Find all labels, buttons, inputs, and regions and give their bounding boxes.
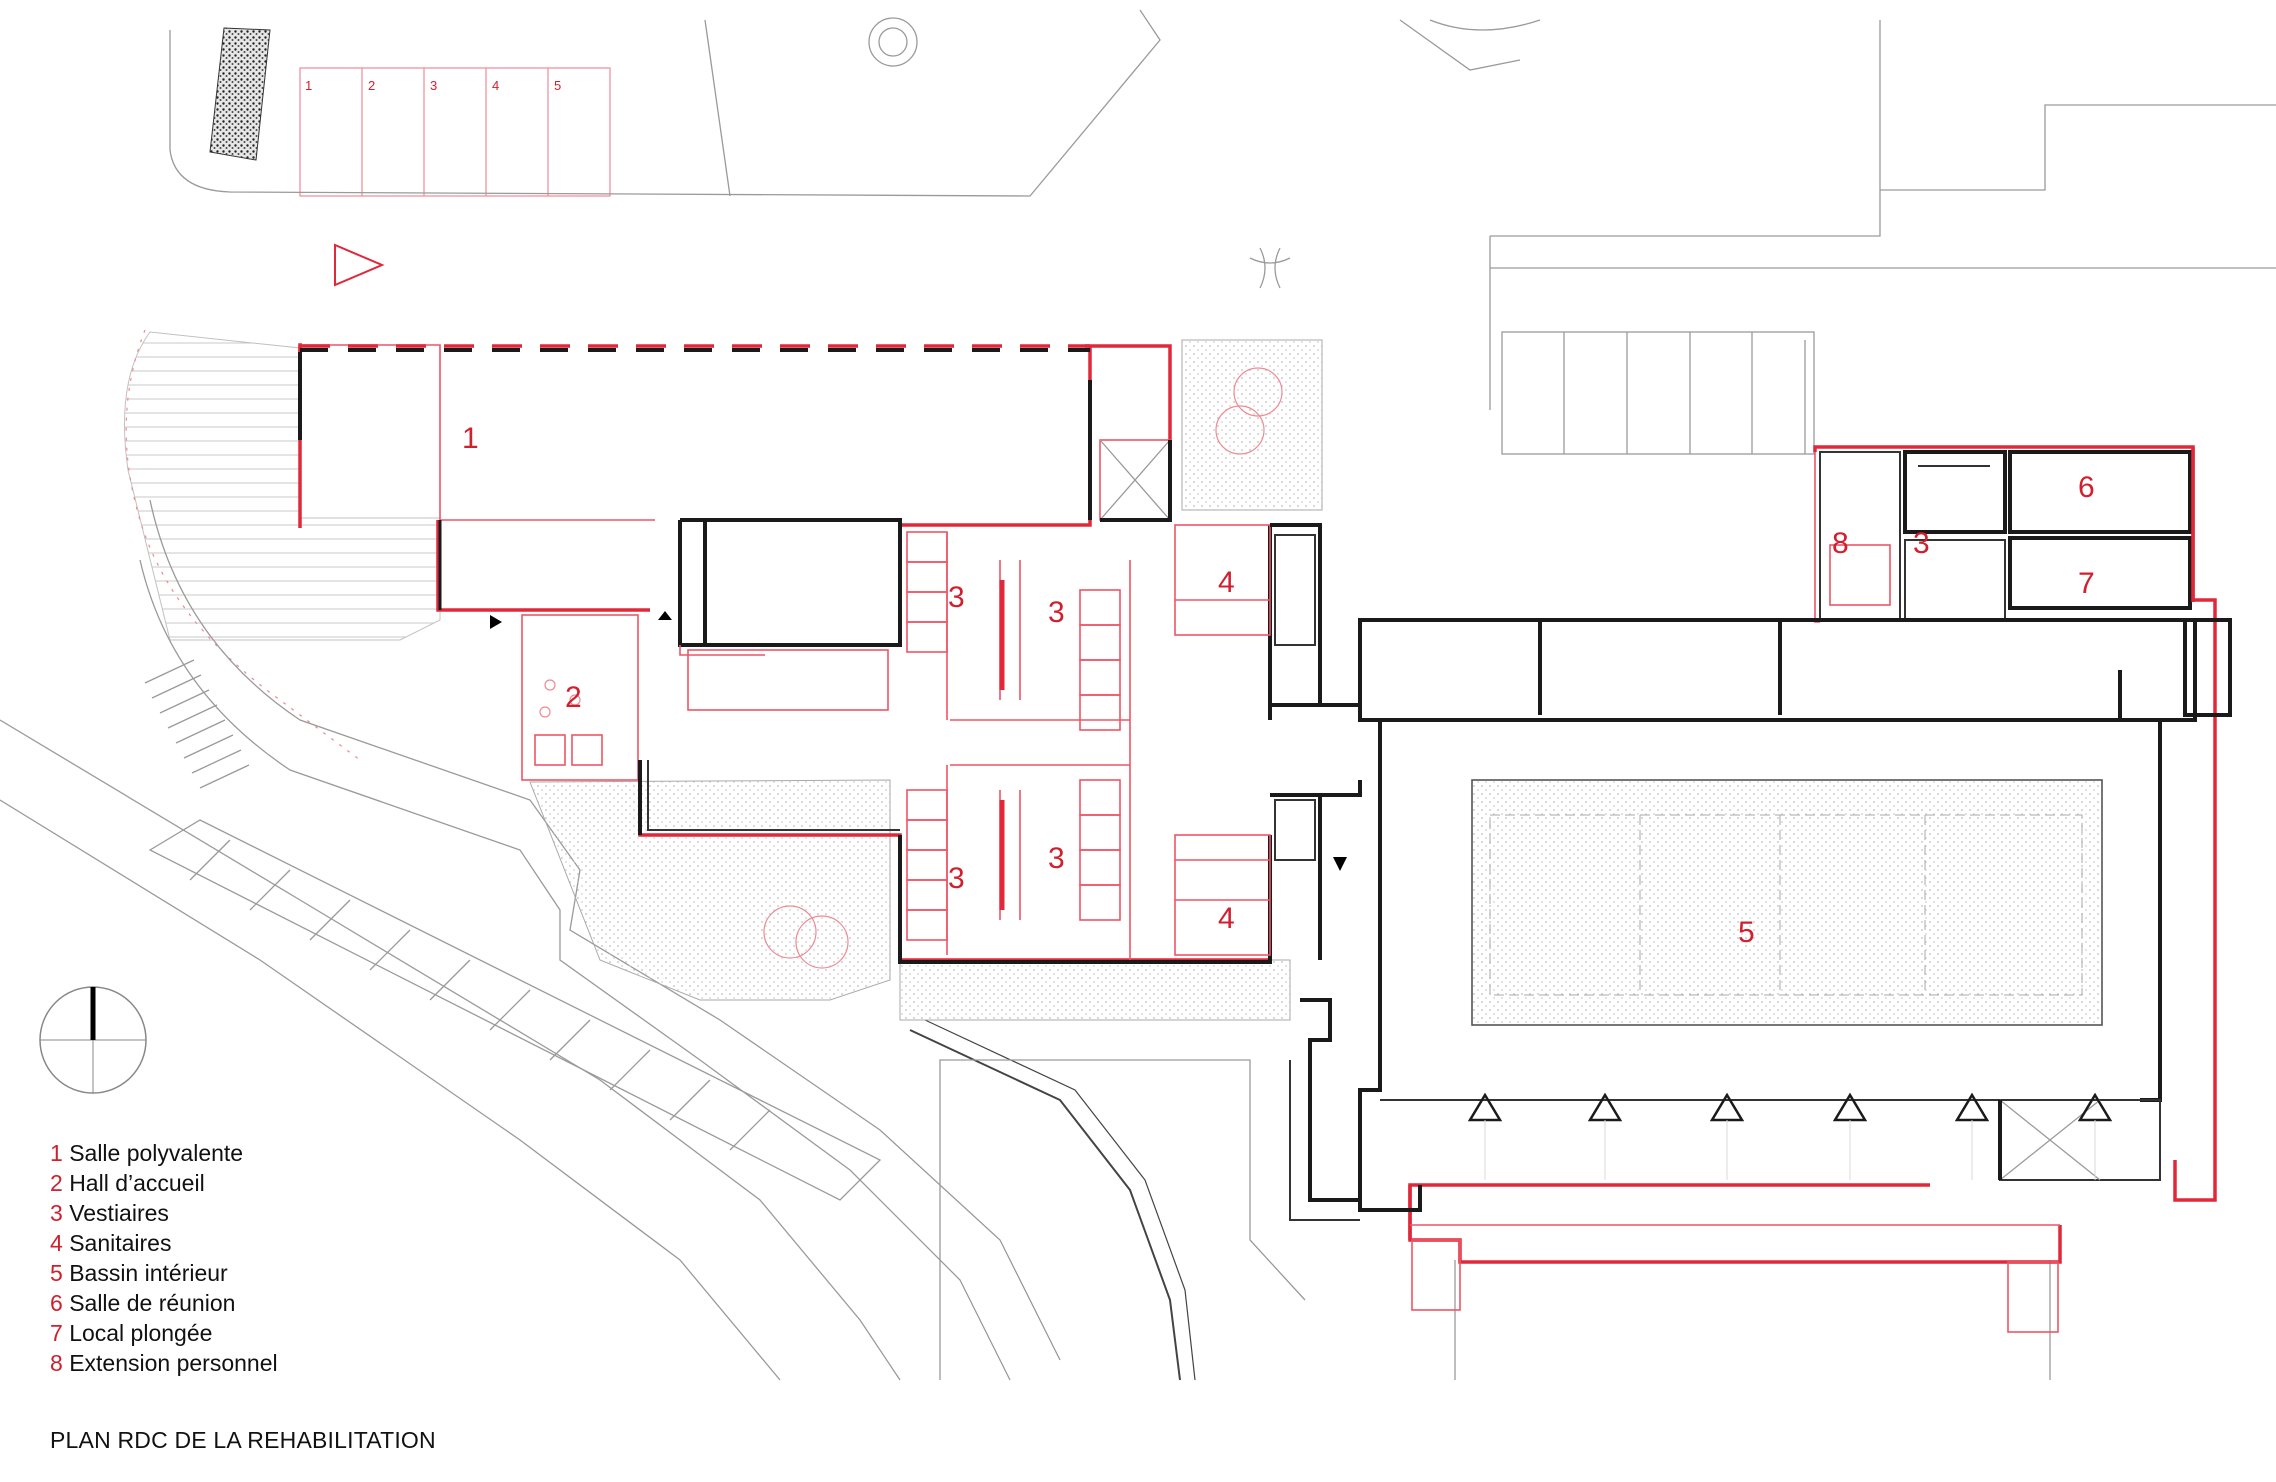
- site-context: [0, 9, 2276, 1381]
- parking-numbers: 1 2 3 4 5: [305, 78, 561, 93]
- room-label-4b: 4: [1218, 902, 1235, 935]
- room-label-3c: 3: [948, 862, 965, 895]
- svg-text:2: 2: [368, 78, 375, 93]
- room-label-5: 5: [1738, 916, 1755, 949]
- svg-text:1: 1: [305, 78, 312, 93]
- entry-triangle-icon: [334, 243, 385, 287]
- room-label-3a: 3: [948, 581, 965, 614]
- room-label-4a: 4: [1218, 566, 1235, 599]
- svg-text:5: 5: [554, 78, 561, 93]
- legend-item: 6 Salle de réunion: [50, 1290, 236, 1316]
- room-label-3b: 3: [1048, 596, 1065, 629]
- room-labels: 1 2 3 3 3 3 3 4 4 5 6 7 8: [462, 422, 2095, 949]
- room-label-8: 8: [1832, 527, 1849, 560]
- room-label-2: 2: [565, 681, 582, 714]
- legend-item: 5 Bassin intérieur: [50, 1260, 228, 1286]
- legend-item: 3 Vestiaires: [50, 1200, 169, 1226]
- room-label-1: 1: [462, 422, 479, 455]
- legend-item: 8 Extension personnel: [50, 1350, 278, 1376]
- north-compass-icon: [39, 986, 147, 1094]
- svg-text:4: 4: [492, 78, 499, 93]
- legend-item: 1 Salle polyvalente: [50, 1140, 244, 1166]
- existing-walls: [298, 348, 2232, 1221]
- room-label-3d: 3: [1048, 842, 1065, 875]
- room-label-7: 7: [2078, 567, 2095, 600]
- legend-item: 7 Local plongée: [50, 1320, 213, 1346]
- svg-text:3: 3: [430, 78, 437, 93]
- legend-item: 4 Sanitaires: [50, 1230, 172, 1256]
- plan-title: PLAN RDC DE LA REHABILITATION: [50, 1427, 436, 1453]
- room-label-6: 6: [2078, 471, 2095, 504]
- room-legend: 1 Salle polyvalente 2 Hall d’accueil 3 V…: [50, 1138, 278, 1378]
- legend-item: 2 Hall d’accueil: [50, 1170, 205, 1196]
- room-label-3e: 3: [1913, 527, 1930, 560]
